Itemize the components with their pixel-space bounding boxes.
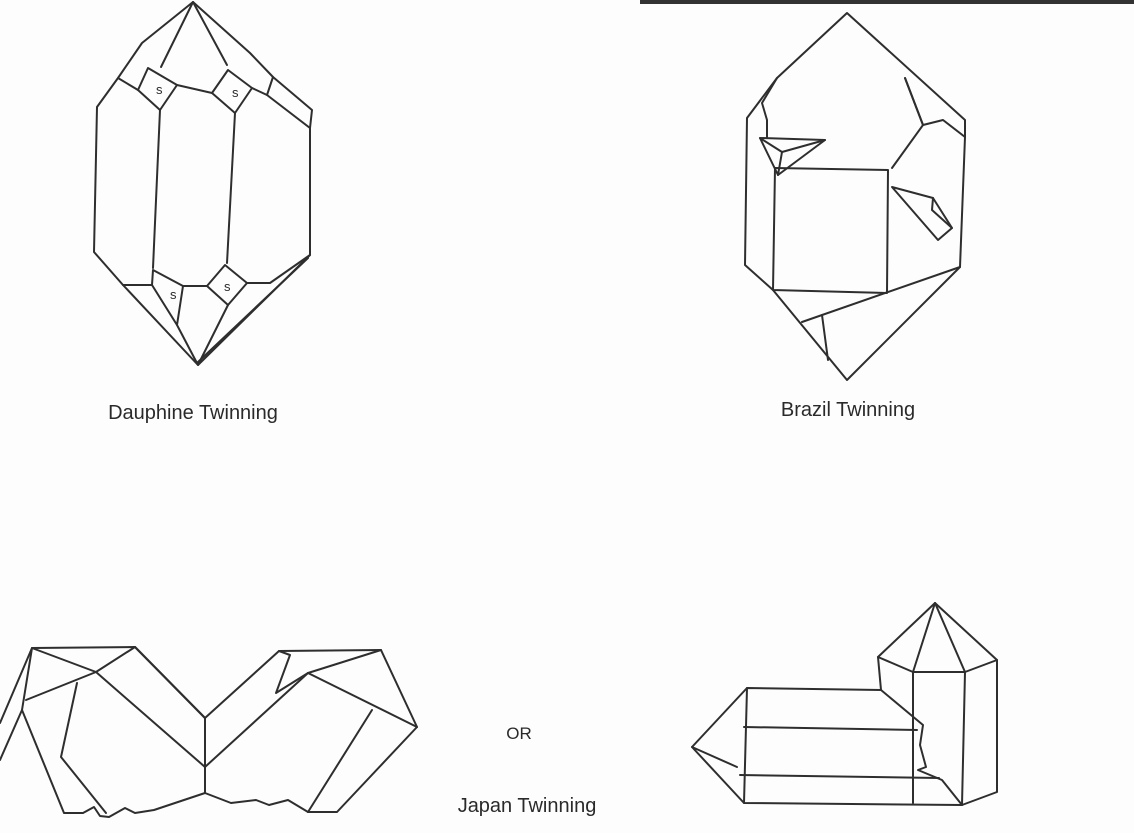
face-mark-s: s xyxy=(170,287,177,302)
brazil-crystal xyxy=(744,12,966,381)
or-separator: OR xyxy=(506,724,532,743)
japan-twin-crystal xyxy=(0,646,418,818)
brazil-label: Brazil Twinning xyxy=(780,399,916,421)
dauphine-crystal: s s s s xyxy=(93,1,313,366)
face-mark-s: s xyxy=(232,85,239,100)
scan-edge-artifact xyxy=(640,0,1134,4)
japan-twin-crystal-alt xyxy=(691,602,998,806)
dauphine-label: Dauphine Twinning xyxy=(108,402,278,424)
face-mark-s: s xyxy=(224,279,231,294)
face-mark-s: s xyxy=(156,82,163,97)
japan-label: Japan Twinning xyxy=(457,795,597,817)
